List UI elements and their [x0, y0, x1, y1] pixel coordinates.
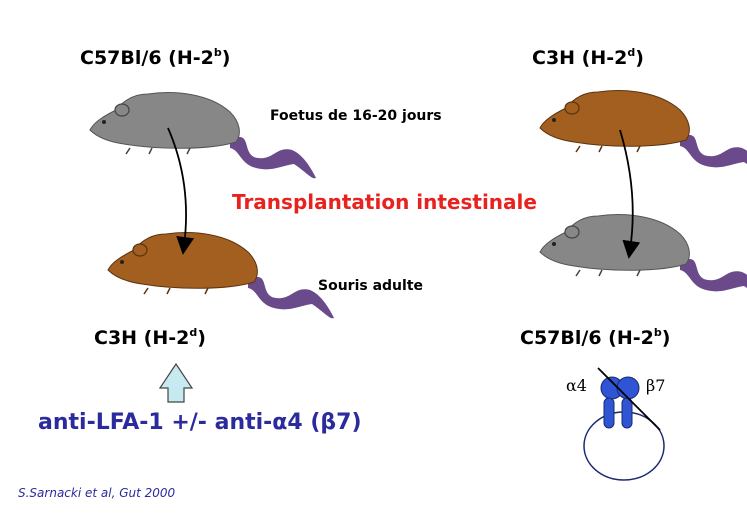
down-arrow-icon-right	[619, 129, 641, 259]
bottom-right-strain-label: C57Bl/6 (H-2b)	[520, 326, 671, 349]
integrin-cell-icon	[583, 367, 665, 481]
alpha4-label: α4	[566, 376, 587, 395]
top-left-strain-label: C57Bl/6 (H-2b)	[80, 46, 231, 69]
beta7-label: β7	[646, 376, 666, 395]
bottom-left-strain-label: C3H (H-2d)	[94, 326, 206, 349]
recipient-label: Souris adulte	[318, 278, 423, 294]
brown-mouse-icon-top-right	[539, 90, 747, 168]
treatment-label: anti-LFA-1 +/- anti-α4 (β7)	[38, 410, 362, 435]
tail	[230, 137, 316, 179]
gray-mouse-icon-bottom-right	[539, 214, 747, 292]
tail	[248, 277, 334, 319]
down-arrow-icon-left	[167, 127, 195, 255]
procedure-title: Transplantation intestinale	[232, 190, 537, 214]
top-right-strain-label: C3H (H-2d)	[532, 46, 644, 69]
up-arrow-icon	[158, 362, 194, 403]
citation: S.Sarnacki et al, Gut 2000	[18, 486, 176, 500]
gray-mouse-icon-top-left	[89, 92, 316, 179]
tail	[680, 135, 747, 168]
brown-mouse-icon-bottom-left	[107, 232, 334, 319]
tail	[680, 259, 747, 292]
donor-label: Foetus de 16-20 jours	[270, 108, 442, 124]
